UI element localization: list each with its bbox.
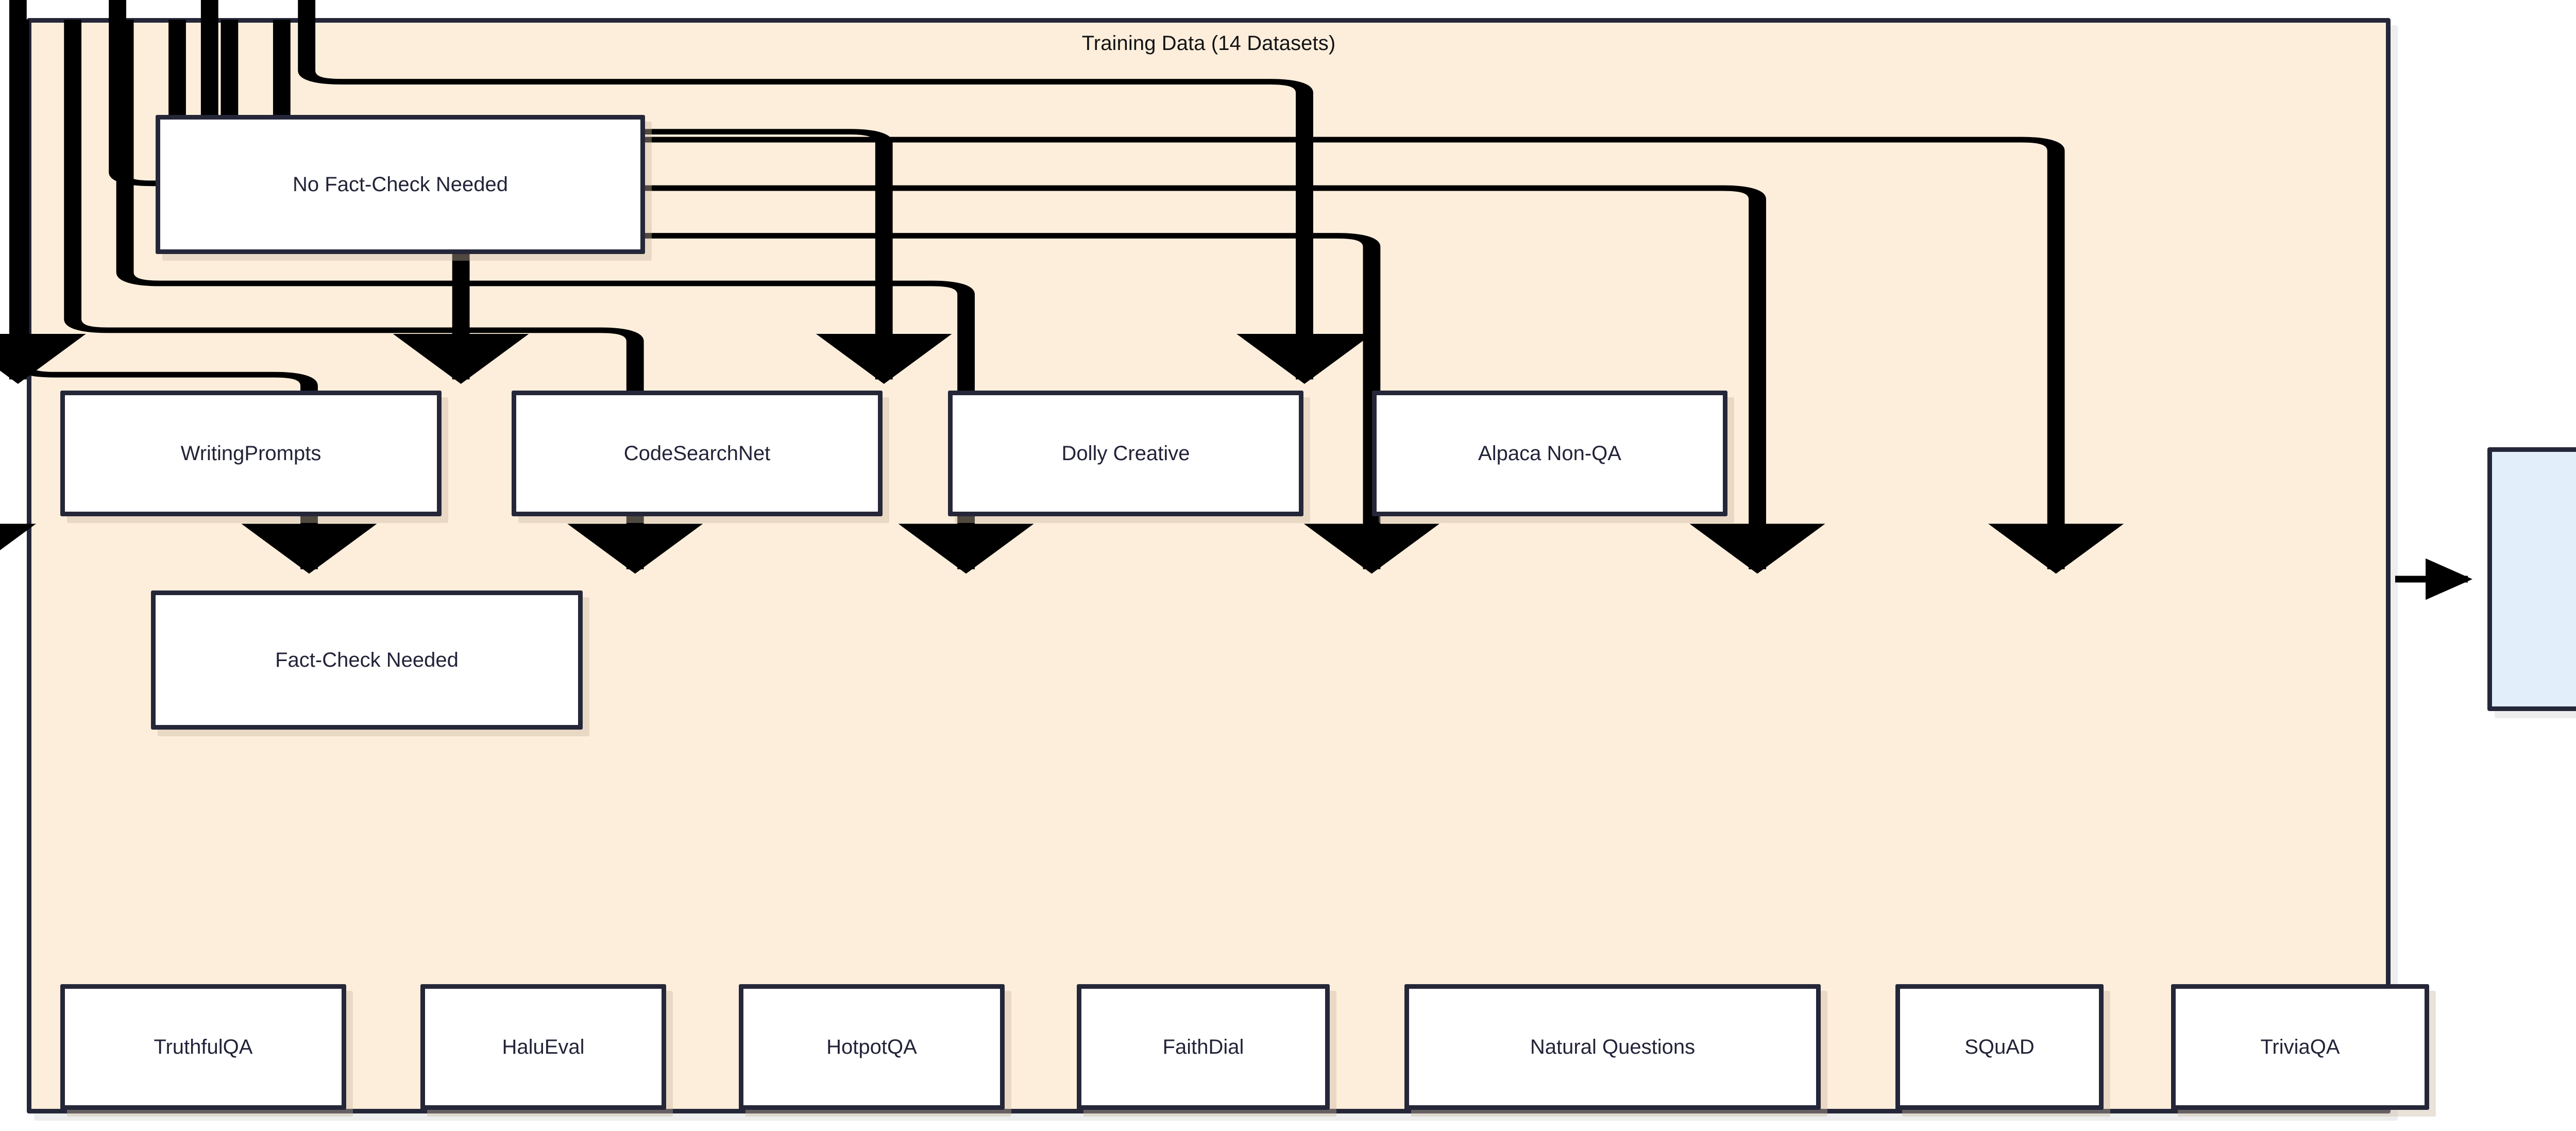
node-no-fact-check-needed-label: No Fact-Check Needed — [293, 173, 508, 196]
node-dolly-creative-label: Dolly Creative — [1061, 442, 1190, 465]
node-no-fact-check-needed[interactable]: No Fact-Check Needed — [156, 115, 645, 254]
node-codesearchnet-label: CodeSearchNet — [623, 442, 771, 465]
node-codesearchnet[interactable]: CodeSearchNet — [512, 391, 883, 516]
node-fact-check-needed[interactable]: Fact-Check Needed — [151, 590, 583, 730]
node-squad[interactable]: SQuAD — [1895, 984, 2104, 1110]
halugate-sentinel-title: HaluGate Sentinel — [2492, 462, 2576, 485]
node-dolly-creative[interactable]: Dolly Creative — [948, 391, 1303, 516]
training-data-title: Training Data (14 Datasets) — [1081, 32, 1336, 55]
node-truthfulqa-label: TruthfulQA — [154, 1036, 253, 1058]
node-hotpotqa-label: HotpotQA — [826, 1036, 917, 1058]
node-alpaca-non-qa-label: Alpaca Non-QA — [1478, 442, 1621, 465]
node-squad-label: SQuAD — [1964, 1036, 2035, 1058]
node-natural-questions[interactable]: Natural Questions — [1404, 984, 1821, 1110]
halugate-sentinel-cluster: HaluGate Sentinel — [2487, 447, 2576, 711]
node-fact-check-needed-label: Fact-Check Needed — [275, 649, 459, 671]
node-triviaqa[interactable]: TriviaQA — [2171, 984, 2429, 1110]
node-hotpotqa[interactable]: HotpotQA — [739, 984, 1005, 1110]
node-triviaqa-label: TriviaQA — [2260, 1036, 2340, 1058]
node-writingprompts-label: WritingPrompts — [180, 442, 321, 465]
node-faithdial[interactable]: FaithDial — [1077, 984, 1330, 1110]
node-writingprompts[interactable]: WritingPrompts — [60, 391, 442, 516]
node-halueval[interactable]: HaluEval — [420, 984, 666, 1110]
node-halueval-label: HaluEval — [502, 1036, 585, 1058]
node-truthfulqa[interactable]: TruthfulQA — [60, 984, 346, 1110]
node-alpaca-non-qa[interactable]: Alpaca Non-QA — [1372, 391, 1727, 516]
node-faithdial-label: FaithDial — [1162, 1036, 1244, 1058]
node-natural-questions-label: Natural Questions — [1530, 1036, 1696, 1058]
